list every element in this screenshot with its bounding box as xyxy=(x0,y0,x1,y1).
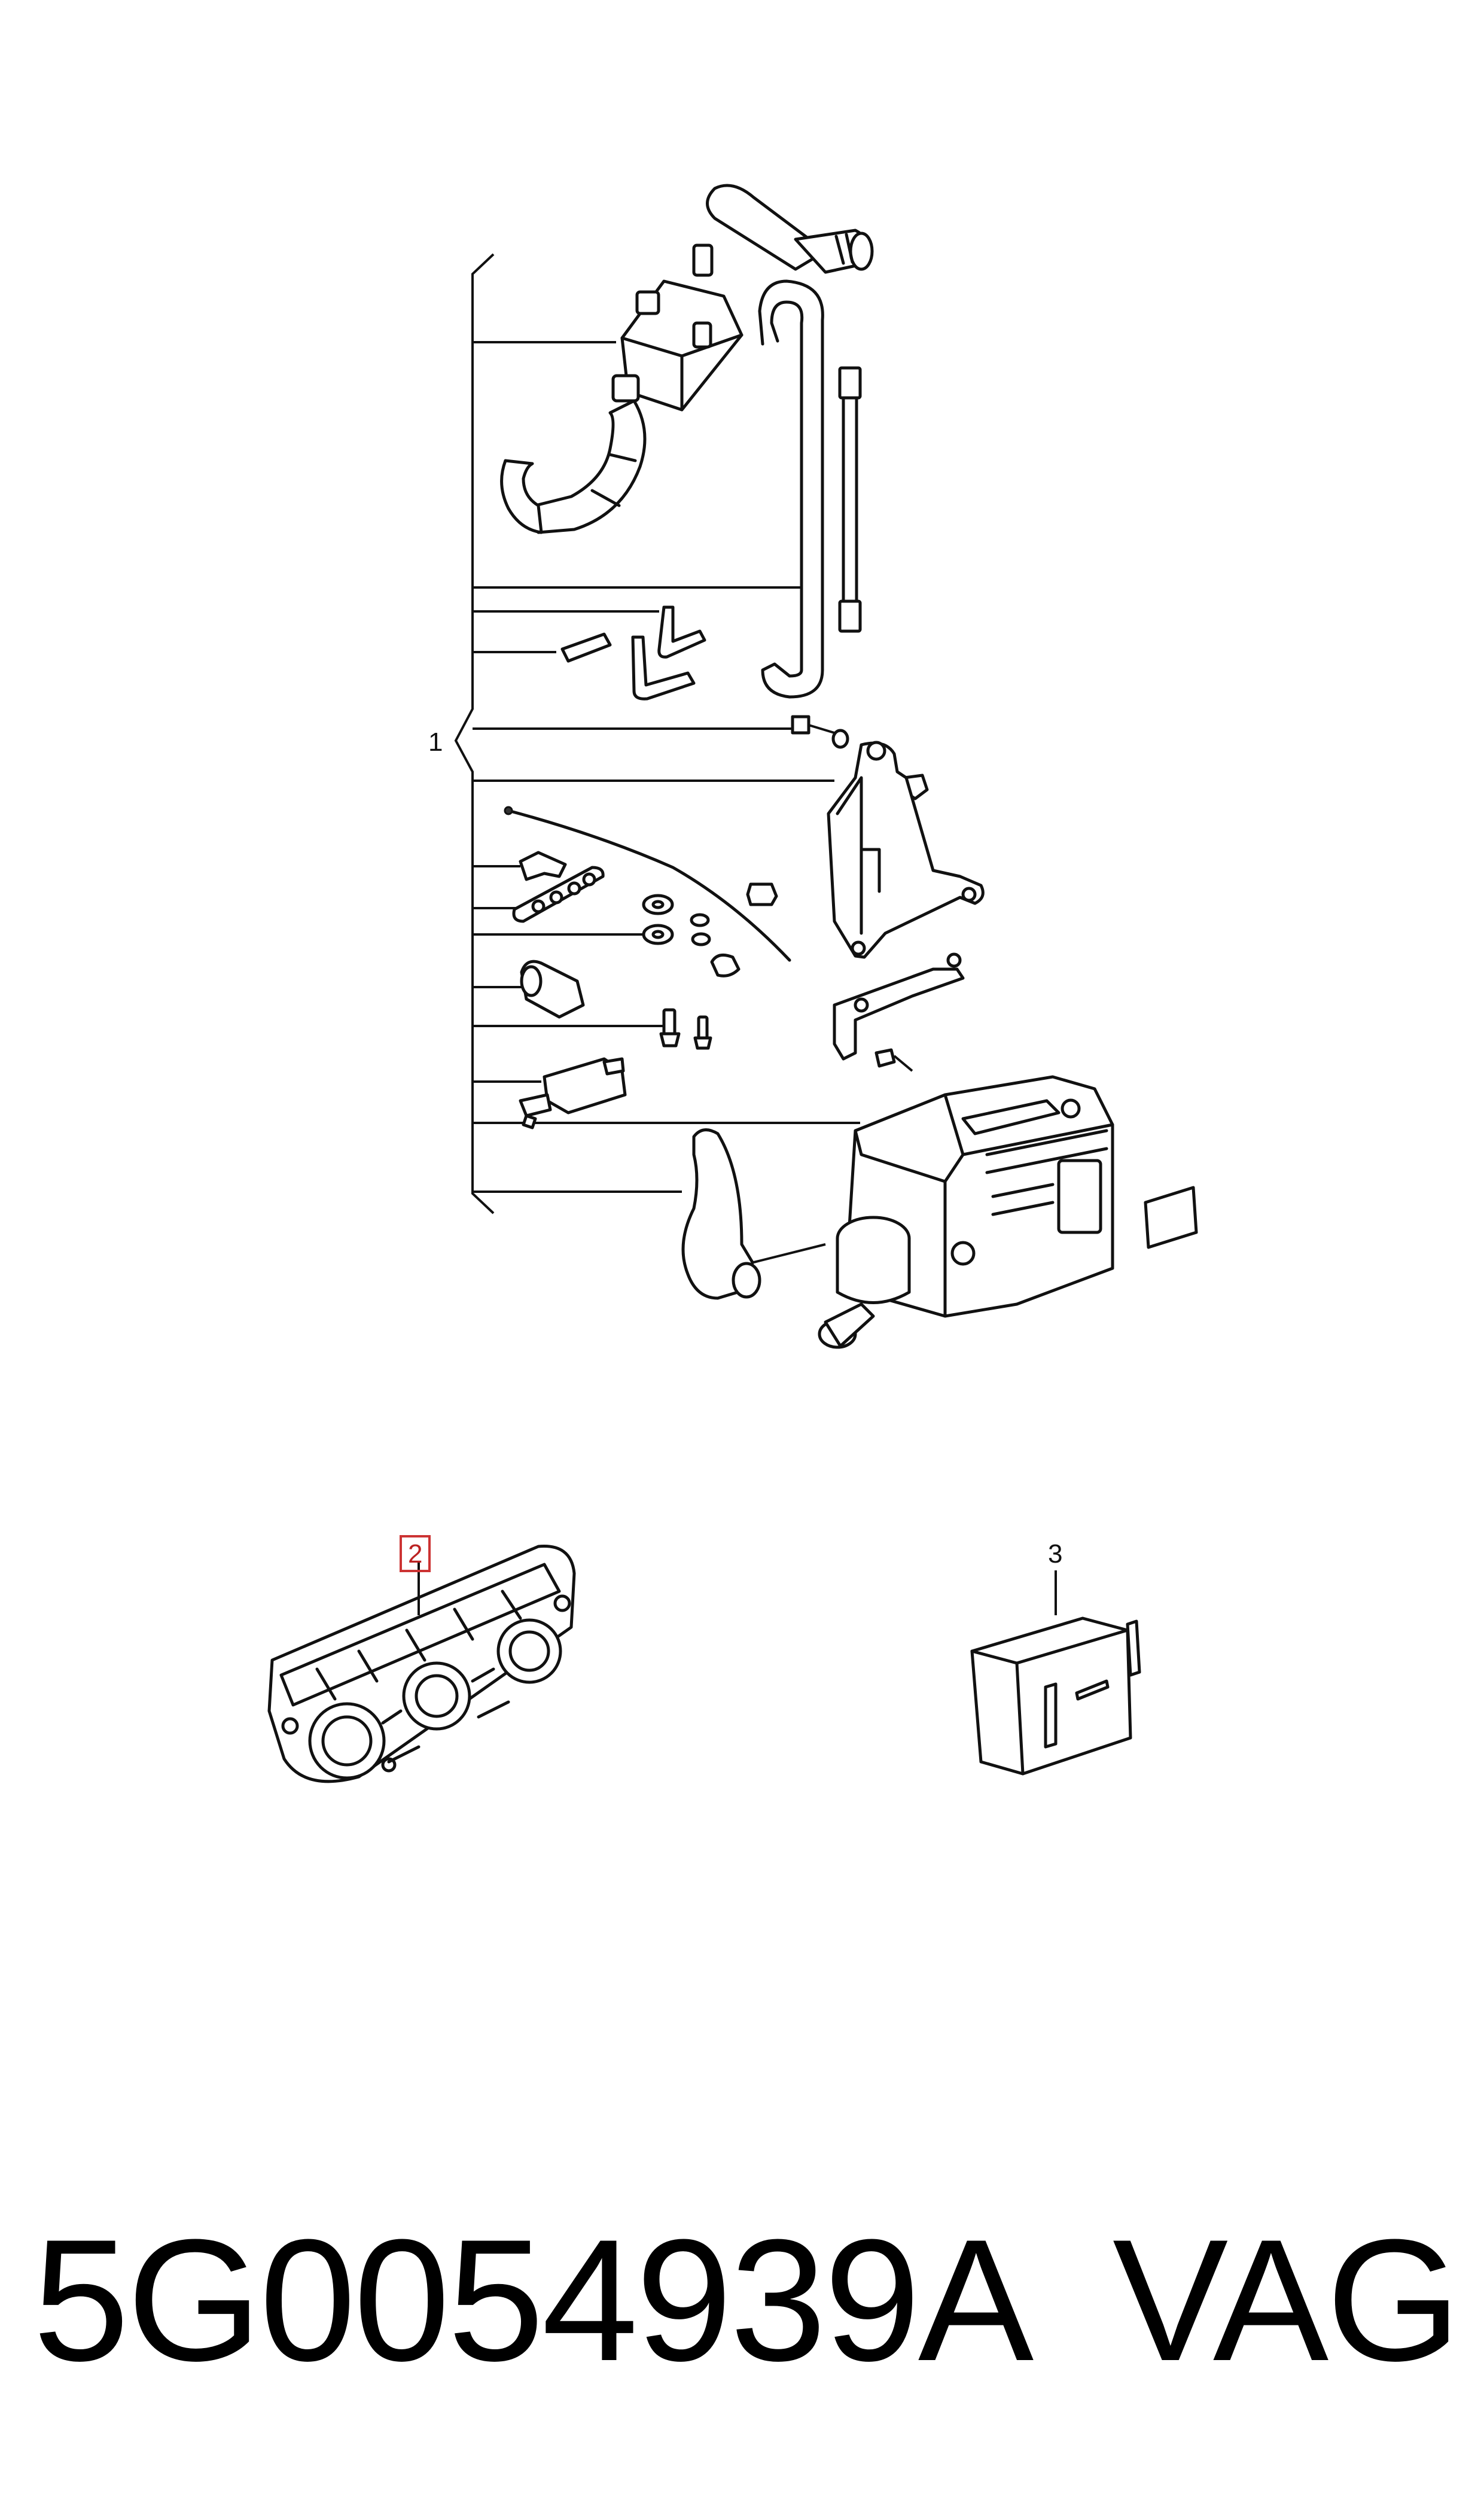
heater-unit xyxy=(818,1075,1114,1349)
mounting-bracket xyxy=(827,741,985,959)
fuel-line xyxy=(758,279,824,699)
callout-2: 2 xyxy=(408,1539,422,1569)
item1-bracket xyxy=(454,253,860,1214)
washers-nuts xyxy=(642,882,778,978)
label-box xyxy=(1144,1186,1198,1249)
control-module xyxy=(970,1616,1141,1776)
clip-plate xyxy=(512,851,605,923)
coolant-hose xyxy=(681,1128,826,1300)
control-panel xyxy=(267,1545,576,1783)
callout-1: 1 xyxy=(428,727,443,757)
callout-3: 3 xyxy=(1048,1539,1062,1569)
fuel-pump xyxy=(519,1057,627,1129)
cable xyxy=(504,806,791,962)
small-hoses xyxy=(560,605,706,701)
callout-2-highlight-box xyxy=(400,1535,431,1572)
threaded-rod xyxy=(838,366,862,633)
brand-name: VAG xyxy=(1113,2203,1461,2397)
screws xyxy=(659,1008,712,1050)
lower-bracket xyxy=(833,952,965,1072)
part-number: 5G0054939A xyxy=(33,2203,1034,2397)
rubber-mount xyxy=(520,960,585,1019)
exhaust-pipe-silencer xyxy=(500,184,874,534)
